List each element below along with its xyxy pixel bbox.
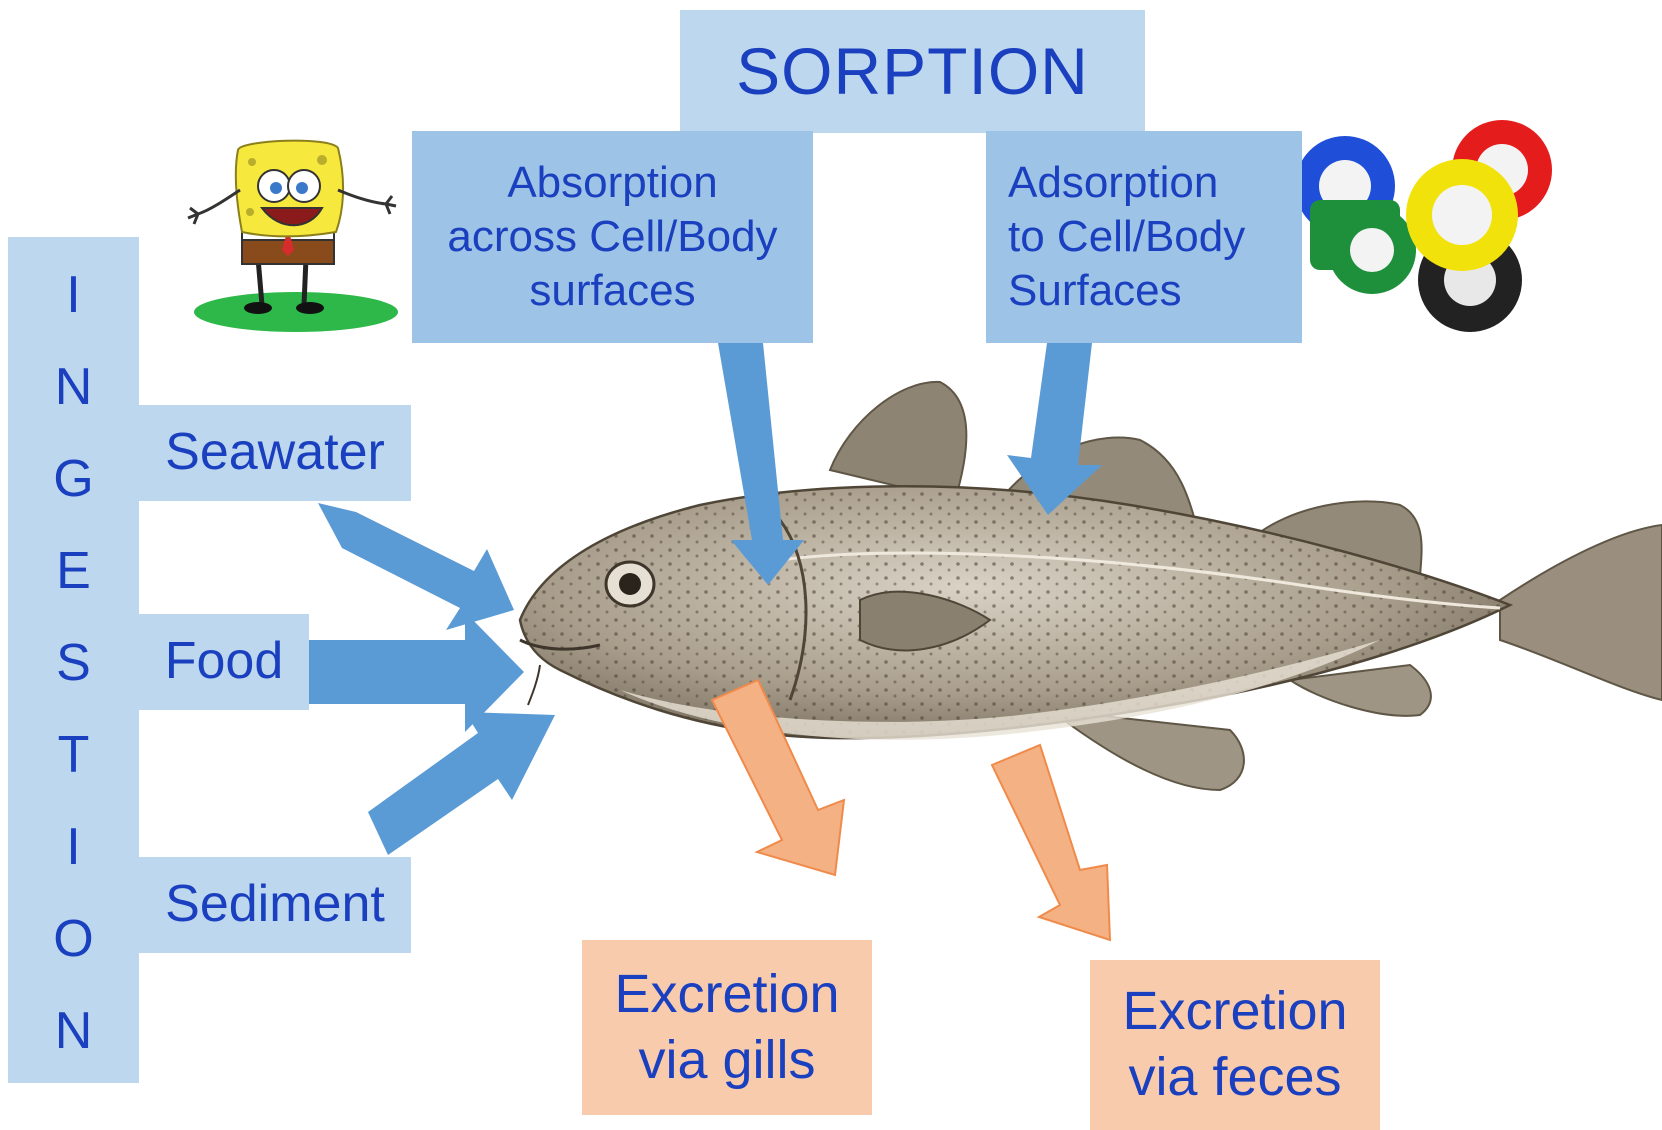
adsorption-label-line-3: Surfaces — [1008, 264, 1245, 318]
excretion-feces-line-2: via feces — [1122, 1045, 1347, 1111]
ingestion-arrows — [309, 503, 555, 855]
ingestion-letter: N — [55, 1005, 93, 1057]
absorption-label-line-1: Absorption — [447, 156, 777, 210]
absorption-label-line-3: surfaces — [447, 264, 777, 318]
seawater-label: Seawater — [165, 421, 385, 484]
sorption-title: SORPTION — [736, 31, 1089, 112]
excretion-feces-box: Excretion via feces — [1090, 960, 1380, 1130]
cod-fish-illustration — [520, 382, 1662, 790]
sediment-box: Sediment — [139, 857, 411, 953]
excretion-gills-line-1: Excretion — [614, 962, 839, 1028]
adsorption-label-line-1: Adsorption — [1008, 156, 1245, 210]
ingestion-letter: S — [56, 637, 91, 689]
sediment-label: Sediment — [165, 873, 385, 936]
sponge-cartoon-illustration — [188, 141, 398, 332]
absorption-box: Absorption across Cell/Body surfaces — [412, 131, 813, 343]
sorption-header: SORPTION — [680, 10, 1145, 133]
adsorption-box: Adsorption to Cell/Body Surfaces — [986, 131, 1302, 343]
sediment-arrow — [368, 712, 555, 855]
feces-excretion-arrow — [992, 745, 1110, 940]
seawater-box: Seawater — [139, 405, 411, 501]
tape-rolls-illustration — [1295, 120, 1552, 332]
ingestion-letter: N — [55, 361, 93, 413]
ingestion-letter: G — [53, 453, 93, 505]
excretion-gills-box: Excretion via gills — [582, 940, 872, 1115]
ingestion-letter: O — [53, 913, 93, 965]
excretion-feces-line-1: Excretion — [1122, 979, 1347, 1045]
seawater-arrow — [318, 503, 514, 630]
ingestion-letter: E — [56, 545, 91, 597]
adsorption-label-line-2: to Cell/Body — [1008, 210, 1245, 264]
excretion-gills-line-2: via gills — [614, 1028, 839, 1094]
absorption-label-line-2: across Cell/Body — [447, 210, 777, 264]
ingestion-letter: T — [58, 729, 90, 781]
ingestion-letter: I — [66, 821, 80, 873]
food-label: Food — [165, 630, 284, 693]
ingestion-bar: I N G E S T I O N — [8, 237, 139, 1083]
food-box: Food — [139, 614, 309, 710]
ingestion-letter: I — [66, 269, 80, 321]
